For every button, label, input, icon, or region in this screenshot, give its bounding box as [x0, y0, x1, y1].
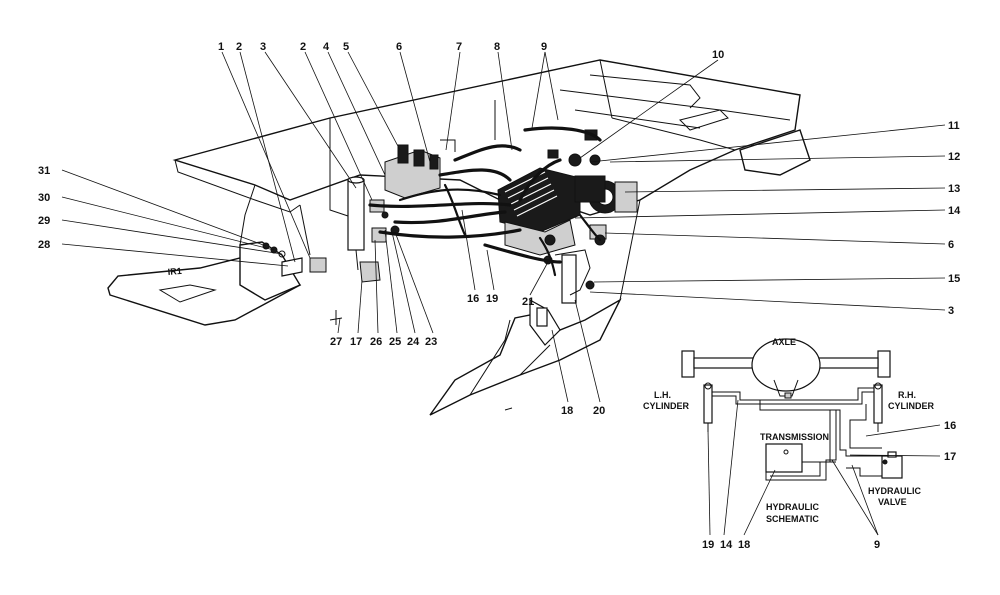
schematic-rh-label-1: R.H. [898, 390, 916, 400]
callout-12: 12 [948, 151, 960, 163]
schematic-callout-17: 17 [944, 451, 956, 463]
schematic-valve-label-2: VALVE [878, 497, 907, 507]
callout-23: 23 [425, 336, 437, 348]
schematic-callout-19: 19 [702, 539, 714, 551]
callout-31: 31 [38, 165, 50, 177]
schematic-lh-label-2: CYLINDER [643, 401, 690, 411]
schematic-lh-cylinder [703, 382, 713, 432]
callout-10: 10 [712, 49, 724, 61]
schematic-callout-14: 14 [720, 539, 733, 551]
callout-26: 26 [370, 336, 382, 348]
svg-text:IR1: IR1 [167, 266, 182, 277]
callout-15: 15 [948, 273, 960, 285]
callout-2: 2 [300, 41, 306, 53]
callout-6: 6 [948, 239, 954, 251]
callout-2: 2 [236, 41, 242, 53]
tractor-hull: IR1 [107, 59, 811, 416]
leader-lines [61, 51, 946, 403]
schematic-callout-18: 18 [738, 539, 750, 551]
callout-numbers: 1 2 3 2 4 5 6 7 8 9 10 11 12 13 14 6 15 … [38, 41, 961, 417]
callout-5: 5 [343, 41, 349, 53]
callout-16: 16 [467, 293, 479, 305]
schematic-rh-cylinder [873, 382, 883, 432]
schematic-callout-9: 9 [874, 539, 880, 551]
left-cylinder-assembly [262, 176, 381, 325]
callout-19: 19 [486, 293, 498, 305]
callout-1: 1 [218, 41, 224, 53]
schematic-lh-label-1: L.H. [654, 390, 671, 400]
control-valve-assembly [369, 139, 456, 243]
callout-21: 21 [522, 296, 534, 308]
hydraulic-schematic: AXLE L.H. CYLINDER R.H. CYLINDER TRANSMI… [643, 337, 956, 551]
callout-8: 8 [494, 41, 500, 53]
schematic-axle-label: AXLE [772, 337, 796, 347]
callout-7: 7 [456, 41, 462, 53]
callout-28: 28 [38, 239, 50, 251]
callout-11: 11 [948, 120, 960, 132]
schematic-rh-label-2: CYLINDER [888, 401, 935, 411]
callout-30: 30 [38, 192, 50, 204]
schematic-axle [681, 338, 891, 397]
schematic-title-1: HYDRAULIC [766, 502, 819, 512]
callout-17: 17 [350, 336, 362, 348]
callout-3: 3 [948, 305, 954, 317]
callout-4: 4 [323, 41, 330, 53]
callout-3: 3 [260, 41, 266, 53]
callout-29: 29 [38, 215, 50, 227]
schematic-callout-16: 16 [944, 420, 956, 432]
schematic-transmission [765, 443, 836, 473]
callout-13: 13 [948, 183, 960, 195]
callout-9: 9 [541, 41, 547, 53]
callout-6: 6 [396, 41, 402, 53]
callout-27: 27 [330, 336, 342, 348]
schematic-transmission-label: TRANSMISSION [760, 432, 829, 442]
schematic-title-2: SCHEMATIC [766, 514, 819, 524]
callout-18: 18 [561, 405, 573, 417]
callout-25: 25 [389, 336, 401, 348]
callout-24: 24 [407, 336, 420, 348]
callout-20: 20 [593, 405, 605, 417]
callout-14: 14 [948, 205, 961, 217]
schematic-valve-label-1: HYDRAULIC [868, 486, 921, 496]
schematic-hydraulic-valve [846, 451, 903, 479]
